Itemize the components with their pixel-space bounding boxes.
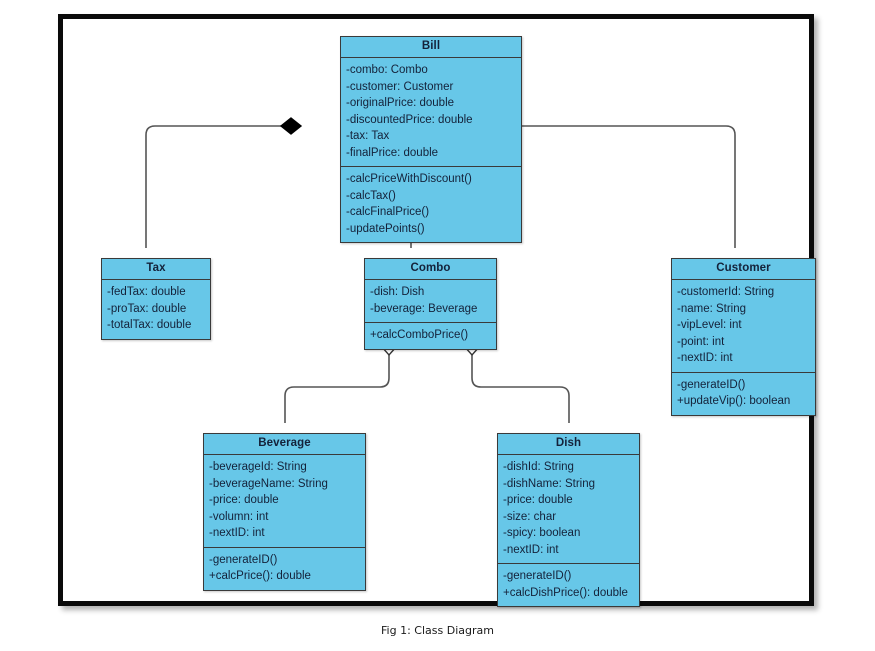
composition-diamond-bill-tax: [279, 117, 303, 135]
class-box-bill[interactable]: Bill -combo: Combo -customer: Customer -…: [340, 36, 522, 243]
method: -generateID(): [677, 378, 746, 391]
methods-bill: -calcPriceWithDiscount() -calcTax() -cal…: [341, 166, 521, 242]
method: -calcPriceWithDiscount(): [346, 173, 472, 185]
class-box-dish[interactable]: Dish -dishId: String -dishName: String -…: [497, 433, 640, 607]
diagram-canvas: Bill -combo: Combo -customer: Customer -…: [63, 19, 816, 607]
class-box-tax[interactable]: Tax -fedTax: double -proTax: double -tot…: [101, 258, 211, 340]
class-name-customer: Customer: [672, 259, 815, 280]
attribute: -volumn: int: [209, 510, 269, 523]
attribute: -fedTax: double: [107, 286, 186, 298]
method: -calcFinalPrice(): [346, 206, 430, 218]
methods-dish: -generateID() +calcDishPrice(): double: [498, 563, 639, 606]
attribute: -customerId: String: [677, 286, 775, 298]
attribute: -dishId: String: [503, 461, 574, 473]
class-box-customer[interactable]: Customer -customerId: String -name: Stri…: [671, 258, 816, 416]
method: +calcDishPrice(): double: [503, 586, 628, 599]
class-name-beverage: Beverage: [204, 434, 365, 455]
attribute: -nextID: int: [503, 543, 559, 556]
method: -updatePoints(): [346, 222, 425, 235]
attributes-customer: -customerId: String -name: String -vipLe…: [672, 280, 815, 372]
attribute: -originalPrice: double: [346, 97, 455, 109]
attribute: -name: String: [677, 302, 747, 315]
attribute: -vipLevel: int: [677, 319, 742, 331]
attribute: -spicy: boolean: [503, 527, 581, 539]
attribute: -tax: Tax: [346, 130, 390, 142]
attribute: -beverage: Beverage: [370, 302, 478, 315]
attributes-bill: -combo: Combo -customer: Customer -origi…: [341, 58, 521, 166]
attribute: -nextID: int: [209, 527, 265, 539]
connector-bill-customer: [474, 125, 736, 248]
figure-caption: Fig 1: Class Diagram: [381, 624, 494, 637]
methods-beverage: -generateID() +calcPrice(): double: [204, 546, 365, 590]
method: -calcTax(): [346, 189, 396, 202]
connector-combo-beverage: [284, 346, 390, 423]
attribute: -dish: Dish: [370, 286, 425, 298]
attribute: -proTax: double: [107, 302, 187, 315]
attribute: -price: double: [503, 494, 573, 506]
methods-customer: -generateID() +updateVip(): boolean: [672, 371, 815, 415]
attribute: -discountedPrice: double: [346, 113, 473, 126]
methods-combo: +calcComboPrice(): [365, 322, 496, 349]
attributes-beverage: -beverageId: String -beverageName: Strin…: [204, 455, 365, 547]
attributes-dish: -dishId: String -dishName: String -price…: [498, 455, 639, 563]
attribute: -dishName: String: [503, 477, 596, 490]
diagram-frame: Bill -combo: Combo -customer: Customer -…: [58, 14, 816, 607]
class-box-combo[interactable]: Combo -dish: Dish -beverage: Beverage +c…: [364, 258, 497, 350]
method: +updateVip(): boolean: [677, 395, 791, 407]
class-name-dish: Dish: [498, 434, 639, 455]
attribute: -beverageId: String: [209, 461, 307, 473]
attribute: -size: char: [503, 510, 557, 523]
class-name-bill: Bill: [341, 37, 521, 58]
method: +calcComboPrice(): [370, 329, 469, 341]
class-name-combo: Combo: [365, 259, 496, 280]
attribute: -combo: Combo: [346, 64, 428, 76]
class-box-beverage[interactable]: Beverage -beverageId: String -beverageNa…: [203, 433, 366, 591]
attribute: -nextID: int: [677, 352, 733, 364]
connector-combo-dish: [471, 346, 570, 423]
attribute: -customer: Customer: [346, 80, 454, 93]
attribute: -point: int: [677, 335, 725, 348]
attribute: -finalPrice: double: [346, 146, 439, 159]
connector-bill-tax: [145, 125, 291, 248]
attribute: -price: double: [209, 494, 279, 506]
attributes-tax: -fedTax: double -proTax: double -totalTa…: [102, 280, 210, 339]
attributes-combo: -dish: Dish -beverage: Beverage: [365, 280, 496, 322]
attribute: -totalTax: double: [107, 319, 192, 331]
method: -generateID(): [209, 553, 278, 566]
method: -generateID(): [503, 570, 572, 582]
method: +calcPrice(): double: [209, 570, 311, 582]
class-name-tax: Tax: [102, 259, 210, 280]
attribute: -beverageName: String: [209, 477, 328, 490]
